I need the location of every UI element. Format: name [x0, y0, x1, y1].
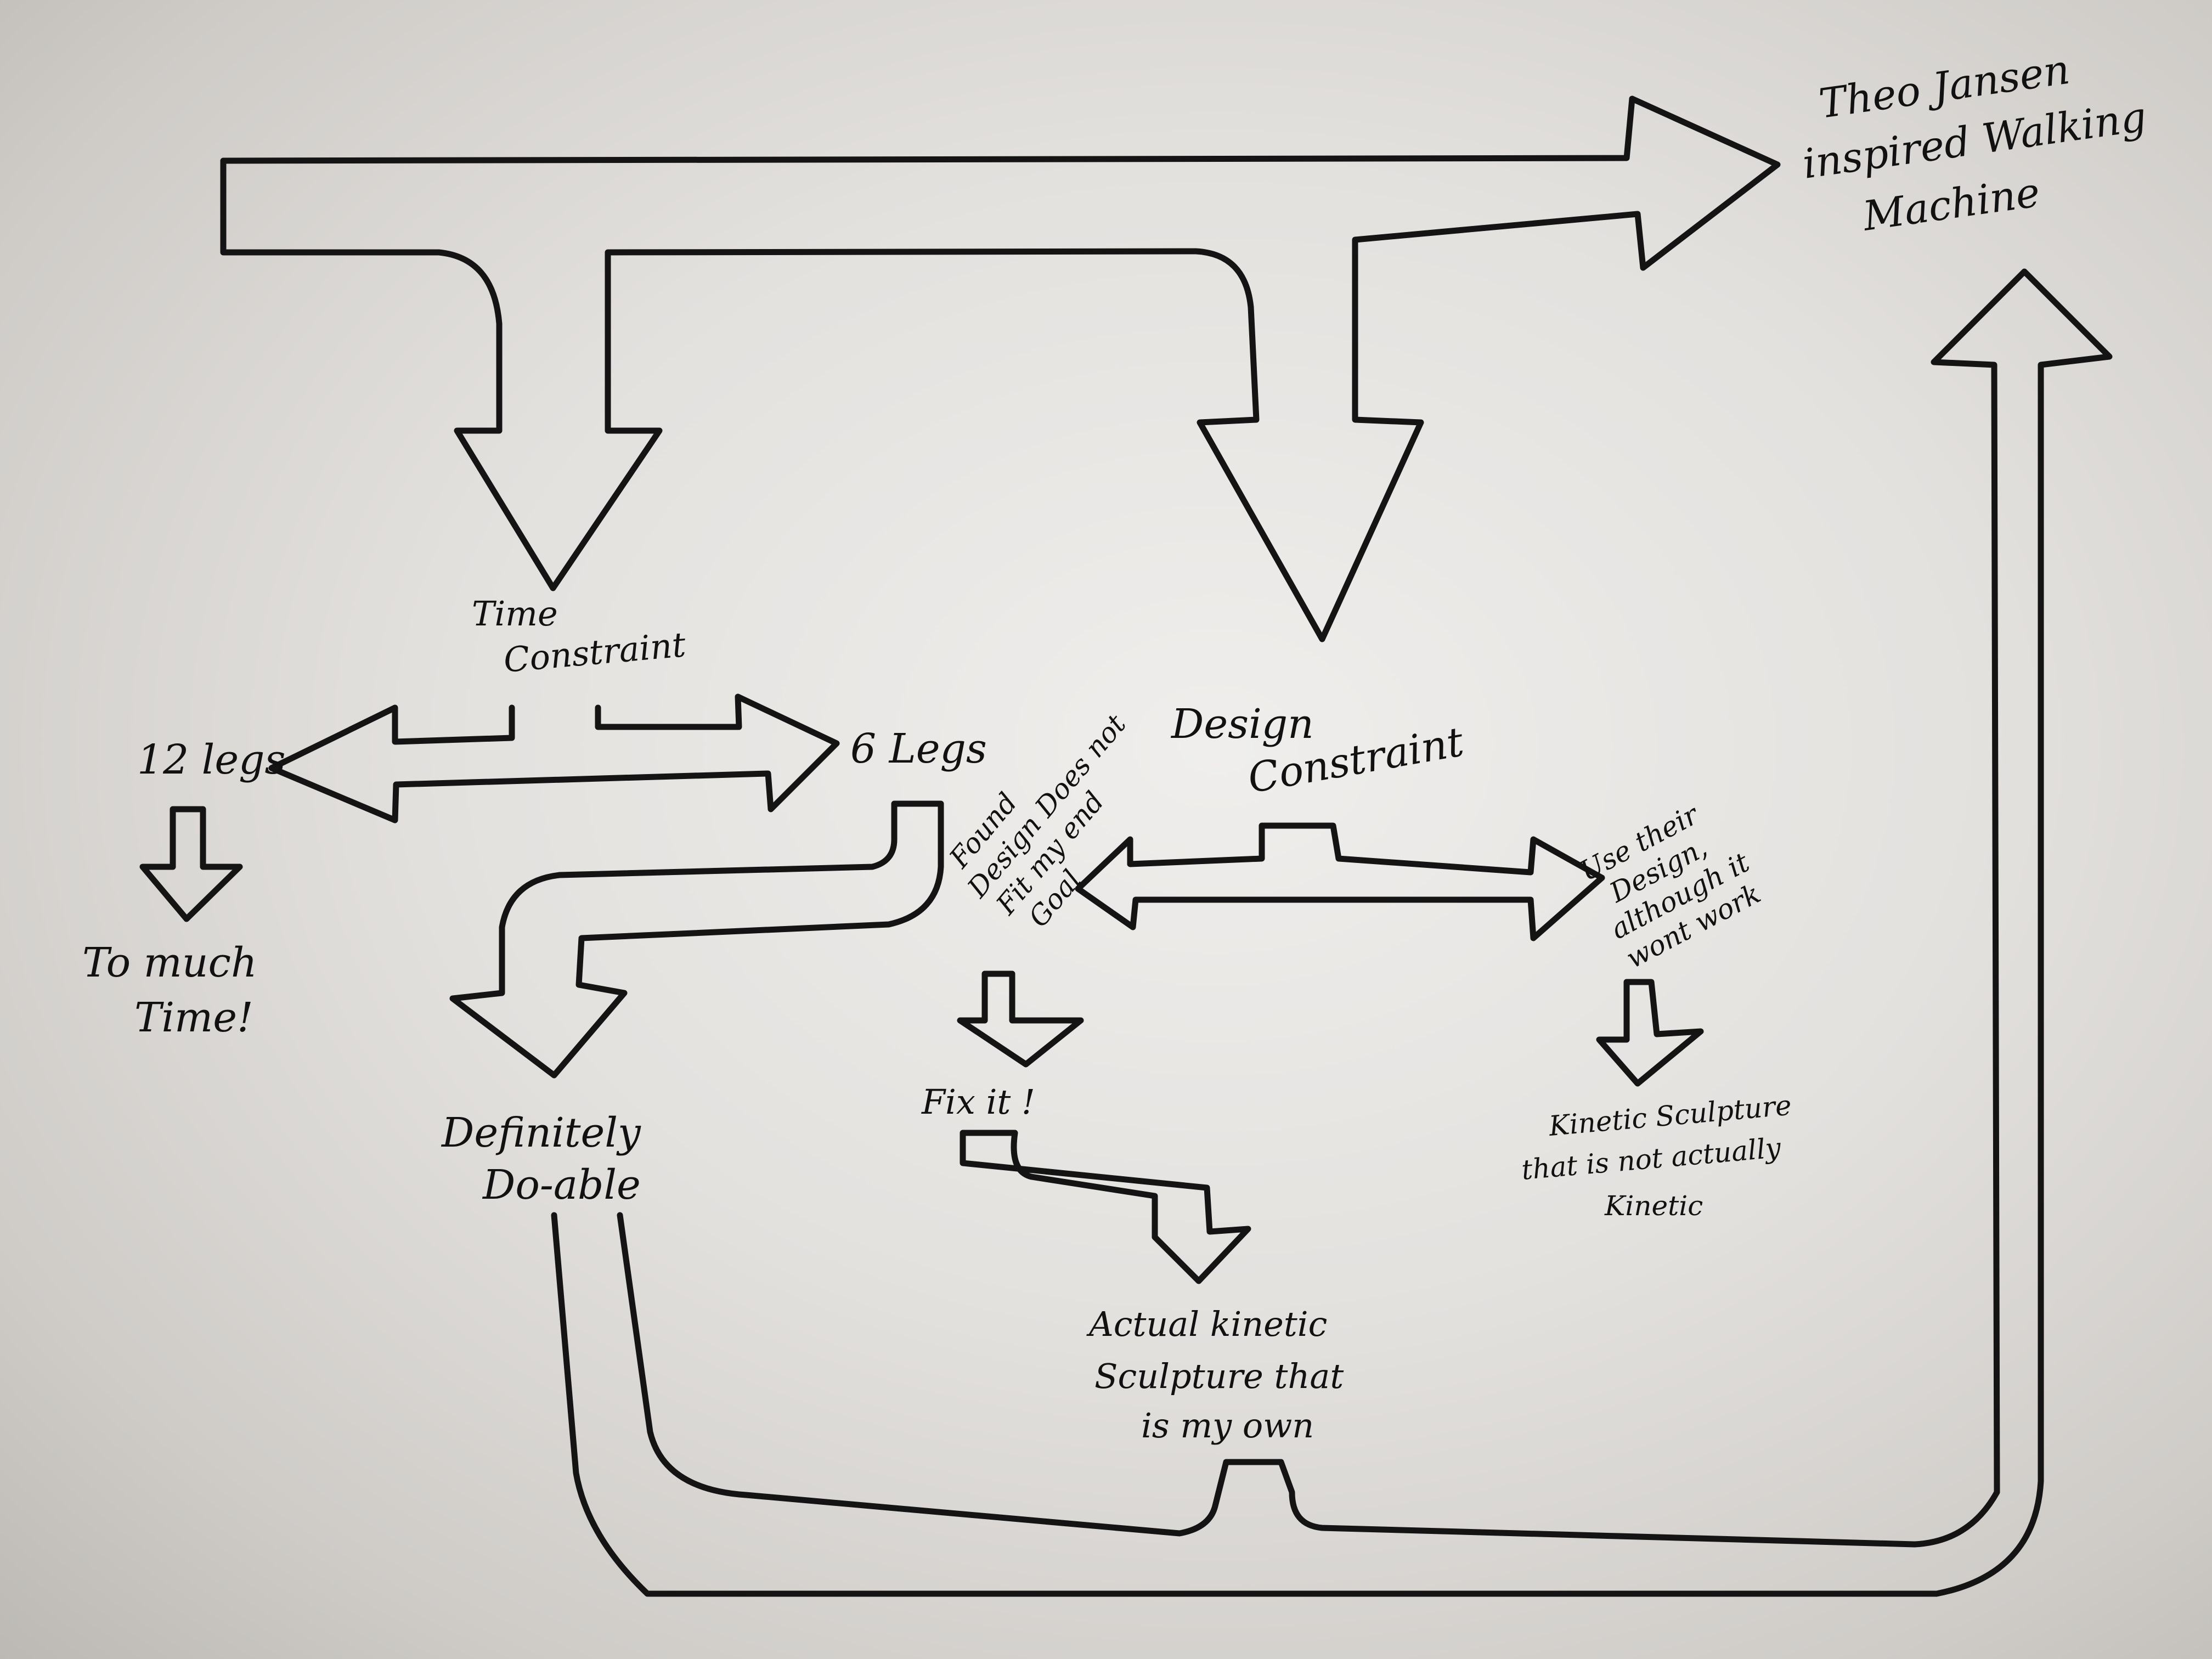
actual-kinetic-line-1: Actual kinetic [1086, 1304, 1327, 1344]
not-kinetic-line-3: Kinetic [1604, 1190, 1703, 1222]
node-12-legs: 12 legs [137, 736, 286, 783]
arrow-loop-to-goal [551, 268, 2113, 1597]
definitely-doable-line-2: Do-able [482, 1161, 641, 1209]
arrow-fixit-to-actual [960, 1130, 1251, 1284]
arrow-usetheir-to-notkinetic [1596, 979, 1704, 1087]
arrow-time-split [268, 693, 840, 823]
node-definitely-doable: Definitely Do-able [441, 1109, 641, 1209]
node-use-their-design: Use their Design, although it wont work [1575, 798, 1766, 975]
goal-line-3: Machine [1859, 169, 2043, 241]
node-time-constraint: Time Constraint [472, 594, 687, 680]
node-design-constraint: Design Constraint [1170, 701, 1467, 803]
arrow-found-to-fixit [957, 970, 1084, 1068]
arrow-6-legs-to-doable [449, 800, 944, 1079]
actual-kinetic-line-3: is my own [1141, 1406, 1314, 1446]
arrow-top-to-goal [220, 95, 1781, 642]
node-actual-kinetic: Actual kinetic Sculpture that is my own [1086, 1304, 1344, 1446]
arrow-12-legs-down [139, 806, 243, 922]
node-fix-it: Fix it ! [921, 1082, 1035, 1122]
node-6-legs: 6 Legs [850, 725, 987, 772]
node-not-kinetic: Kinetic Sculpture that is not actually K… [1520, 1090, 1793, 1222]
design-constraint-line-1: Design [1170, 701, 1314, 748]
node-too-much-time: To much Time! [82, 939, 257, 1041]
too-much-time-line-1: To much [82, 939, 257, 986]
arrow-design-split [1075, 822, 1605, 941]
definitely-doable-line-1: Definitely [441, 1109, 641, 1156]
actual-kinetic-line-2: Sculpture that [1094, 1356, 1344, 1396]
time-constraint-line-1: Time [472, 594, 558, 634]
too-much-time-line-2: Time! [134, 994, 253, 1041]
node-goal: Theo Jansen inspired Walking Machine [1800, 46, 2149, 240]
